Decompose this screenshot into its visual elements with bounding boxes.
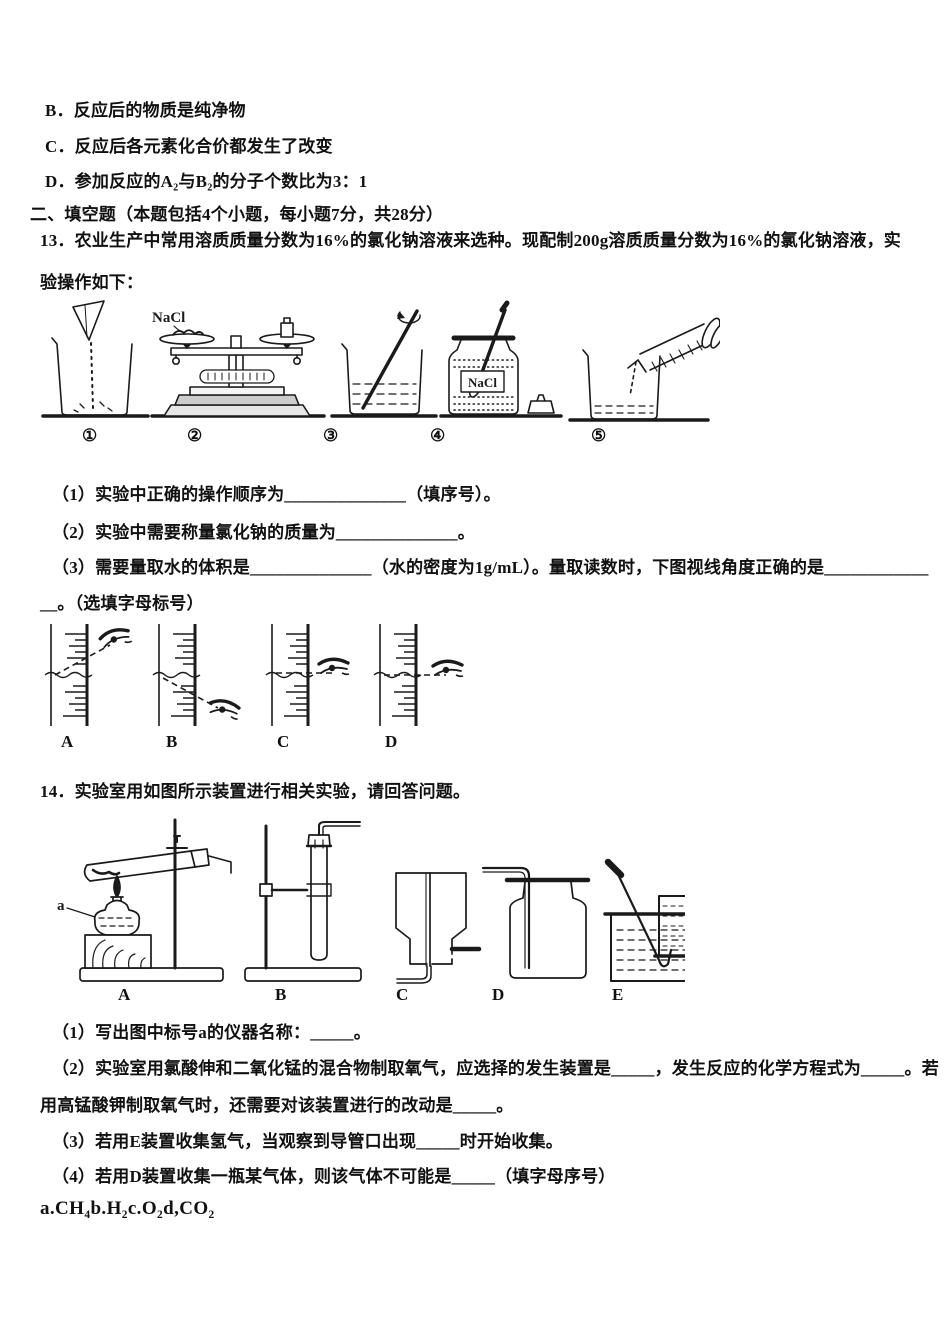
view-a xyxy=(43,622,134,728)
section-header: 二、填空题（本题包括4个小题，每小题7分，共28分） xyxy=(30,205,444,224)
q14-stem: 14．实验室用如图所示装置进行相关实验，请回答问题。 xyxy=(40,782,471,801)
step4-reagent-bottle-icon: NaCl xyxy=(439,300,563,418)
option-c: C．反应后各元素化合价都发生了改变 xyxy=(45,137,333,156)
q13-part3: （3）需要量取水的体积是______________（水的密度为1g/mL）。量… xyxy=(52,558,929,577)
option-d: D．参加反应的A₂与B₂的分子个数比为3：1 xyxy=(45,172,368,191)
step2-balance-icon: NaCl xyxy=(150,310,326,418)
q14-part1: （1）写出图中标号a的仪器名称：_____。 xyxy=(52,1023,371,1042)
view-label-b: B xyxy=(166,732,178,751)
pointer-a-label: a xyxy=(57,898,65,914)
q14-part4: （4）若用D装置收集一瓶某气体，则该气体不可能是_____（填字母序号） xyxy=(52,1167,616,1186)
q13-part3-cont: __。（选填字母标号） xyxy=(40,594,204,613)
view-c xyxy=(264,622,351,728)
apparatus-label-b: B xyxy=(275,985,287,1004)
apparatus-d-icon xyxy=(481,866,591,979)
apparatus-a-icon: a xyxy=(57,818,232,982)
view-b xyxy=(151,622,243,728)
q13-reading-figure xyxy=(43,622,465,728)
step3-stirring-beaker-icon xyxy=(330,309,438,418)
step-label-2: ② xyxy=(187,426,203,445)
q14-part2-cont: 用高锰酸钾制取氧气时，还需要对该装置进行的改动是_____。 xyxy=(40,1096,514,1115)
view-label-a: A xyxy=(61,732,74,751)
option-b: B．反应后的物质是纯净物 xyxy=(45,101,246,120)
step-label-1: ① xyxy=(82,426,98,445)
balance-nacl-label: NaCl xyxy=(152,310,185,326)
step-label-4: ④ xyxy=(430,426,446,445)
apparatus-label-e: E xyxy=(612,985,624,1004)
view-label-d: D xyxy=(385,732,398,751)
q13-part1: （1）实验中正确的操作顺序为______________（填序号）。 xyxy=(52,485,501,504)
q13-apparatus-figure: NaCl NaCl xyxy=(41,300,720,422)
q14-part2: （2）实验室用氯酸伸和二氧化锰的混合物制取氧气，应选择的发生装置是_____，发… xyxy=(52,1059,939,1078)
step-label-3: ③ xyxy=(323,426,339,445)
apparatus-label-a: A xyxy=(118,985,131,1004)
apparatus-label-c: C xyxy=(396,985,409,1004)
q14-apparatus-figure: a xyxy=(57,818,685,984)
q13-stem-line2: 验操作如下： xyxy=(40,273,144,292)
step-label-5: ⑤ xyxy=(591,426,607,445)
step5-pouring-cylinder-icon xyxy=(568,317,720,422)
view-d xyxy=(372,622,465,728)
step1-beaker-paper-icon xyxy=(41,300,150,418)
apparatus-c-icon xyxy=(395,872,482,984)
q14-part3: （3）若用E装置收集氢气，当观察到导管口出现_____时开始收集。 xyxy=(52,1132,563,1151)
apparatus-b-icon xyxy=(244,821,362,982)
q13-part2: （2）实验中需要称量氯化钠的质量为______________。 xyxy=(52,523,475,542)
apparatus-label-d: D xyxy=(492,985,505,1004)
apparatus-e-icon xyxy=(603,858,685,982)
view-label-c: C xyxy=(277,732,290,751)
q14-answer-choices: a.CH₄b.H₂c.O₂d,CO₂ xyxy=(40,1198,215,1219)
bottle-nacl-label: NaCl xyxy=(468,375,497,390)
q13-stem-line1: 13．农业生产中常用溶质质量分数为16%的氯化钠溶液来选种。现配制200g溶质质… xyxy=(40,231,901,250)
